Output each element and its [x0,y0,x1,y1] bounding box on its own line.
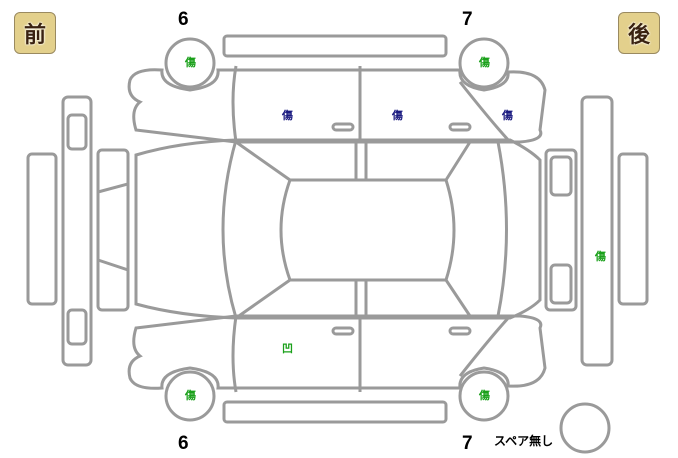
damage-mark-wheel-top-right[interactable]: 傷 [479,56,490,69]
damage-mark-wheel-top-left[interactable]: 傷 [185,56,196,69]
spare-tire-label: スペア無し [494,434,554,448]
wheel-number-top-right: 7 [462,9,473,30]
damage-mark-wheel-bottom-right[interactable]: 傷 [479,389,490,402]
rear-badge: 後 [618,12,660,54]
damage-mark-rear-door-top[interactable]: 傷 [392,109,403,122]
damage-mark-rear-bumper[interactable]: 傷 [595,250,606,263]
wheel-number-bottom-left: 6 [178,433,189,454]
wheel-number-bottom-right: 7 [462,433,473,454]
front-badge: 前 [14,12,56,54]
damage-mark-front-door-top[interactable]: 傷 [282,109,293,122]
damage-mark-wheel-bottom-left[interactable]: 傷 [185,389,196,402]
dent-mark-front-door-bottom[interactable]: 凹 [282,342,293,355]
wheel-number-top-left: 6 [178,9,189,30]
damage-mark-rear-fender-top[interactable]: 傷 [502,109,513,122]
